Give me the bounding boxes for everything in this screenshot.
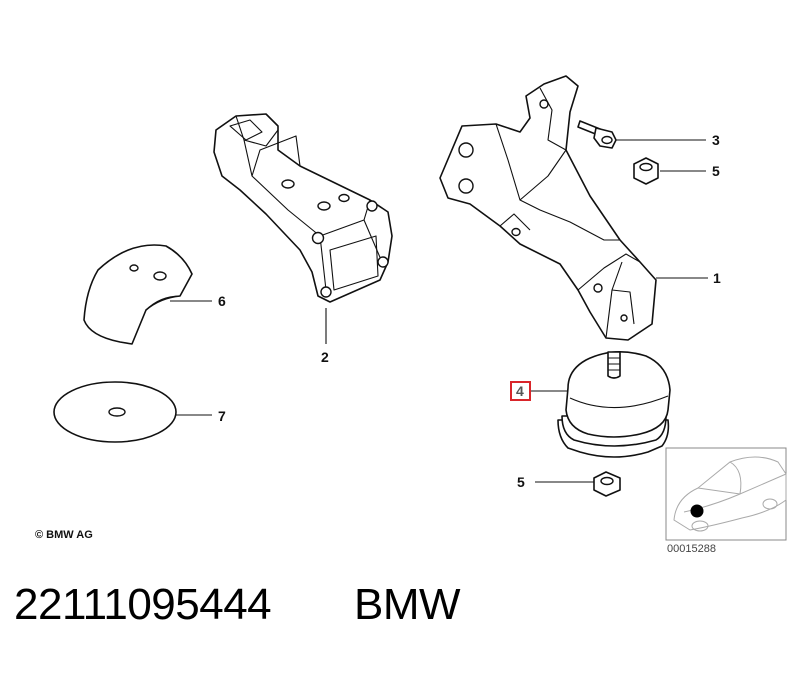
- part-2-engine-bracket: [213, 113, 393, 303]
- leader-lines: [170, 139, 708, 483]
- callout-1[interactable]: 1: [713, 270, 721, 286]
- callout-3[interactable]: 3: [712, 132, 720, 148]
- callout-5-lower[interactable]: 5: [517, 474, 525, 490]
- part-5-nut-lower: [593, 471, 621, 497]
- part-3-bolt: [577, 120, 617, 149]
- callout-5-upper[interactable]: 5: [712, 163, 720, 179]
- callout-2[interactable]: 2: [321, 349, 329, 365]
- copyright-text: © BMW AG: [35, 529, 93, 541]
- callout-4-highlight-box[interactable]: [510, 381, 531, 401]
- part-6-heat-shield: [83, 244, 193, 345]
- part-7-washer-disc: [53, 381, 177, 443]
- thumbnail-code: 00015288: [667, 543, 716, 555]
- mount-location-marker: [690, 504, 704, 518]
- part-4-engine-mount: [557, 351, 671, 458]
- part-5-nut-upper: [633, 157, 659, 185]
- brand-caption: BMW: [354, 580, 461, 629]
- part-1-support-bracket: [439, 75, 657, 341]
- callout-6[interactable]: 6: [218, 293, 226, 309]
- vehicle-location-thumbnail: [665, 447, 787, 541]
- callout-7[interactable]: 7: [218, 408, 226, 424]
- part-number-caption: 22111095444: [14, 580, 272, 629]
- callout-4[interactable]: 4: [516, 383, 524, 399]
